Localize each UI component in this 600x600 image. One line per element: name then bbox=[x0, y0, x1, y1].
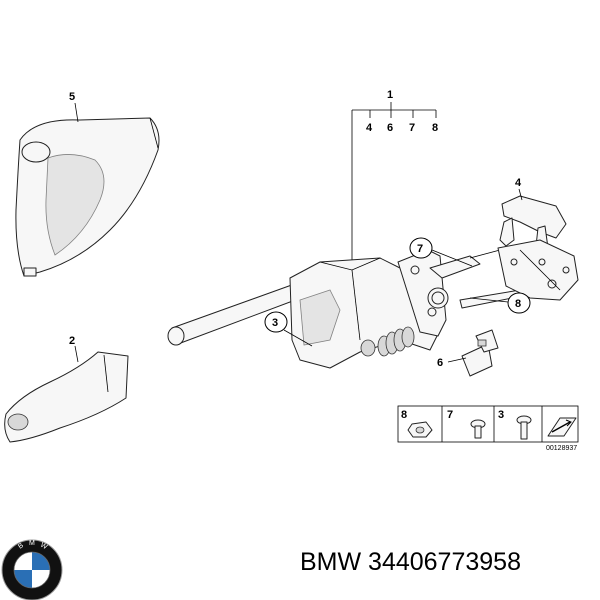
legend-8: 8 bbox=[401, 409, 407, 421]
callout-1-sub-6: 6 bbox=[387, 122, 393, 134]
callout-tree-1: 1 4 6 7 8 bbox=[351, 89, 438, 262]
callout-7: 7 bbox=[417, 243, 423, 255]
bmw-logo: B M W bbox=[1, 539, 63, 600]
callout-8-marker: 8 bbox=[469, 292, 531, 314]
bolt-3-icon bbox=[516, 415, 532, 440]
leader-2 bbox=[74, 345, 79, 363]
leader-6 bbox=[447, 357, 467, 363]
leader-5 bbox=[74, 102, 79, 123]
callout-3: 3 bbox=[272, 317, 278, 329]
callout-8: 8 bbox=[515, 298, 521, 310]
callout-1-sub-7: 7 bbox=[409, 122, 415, 134]
callout-1-sub-8: 8 bbox=[432, 122, 438, 134]
part-2-handle bbox=[4, 351, 129, 443]
callout-1-sub-4: 4 bbox=[366, 122, 373, 134]
locking-bracket bbox=[497, 239, 579, 301]
arrow-plate-icon bbox=[547, 417, 577, 437]
callout-6: 6 bbox=[437, 357, 443, 369]
svg-text:W: W bbox=[39, 542, 49, 552]
reference-code: 00128937 bbox=[546, 445, 577, 452]
callout-3-marker: 3 bbox=[264, 311, 313, 347]
part-number-caption: BMW 34406773958 bbox=[300, 548, 521, 576]
part-4-clip bbox=[499, 195, 567, 253]
callout-1: 1 bbox=[387, 89, 393, 101]
callout-5: 5 bbox=[69, 91, 75, 103]
callout-7-marker: 7 bbox=[409, 237, 473, 267]
callout-4: 4 bbox=[515, 177, 522, 189]
steering-column-assembly bbox=[167, 249, 523, 369]
bolt-7-icon bbox=[470, 419, 486, 439]
part-5-cover bbox=[15, 117, 160, 277]
spring bbox=[360, 326, 415, 357]
legend-3: 3 bbox=[498, 409, 504, 421]
legend-7: 7 bbox=[447, 409, 453, 421]
hardware-legend: 8 7 3 bbox=[397, 405, 579, 443]
callout-2: 2 bbox=[69, 335, 75, 347]
leader-4 bbox=[518, 188, 523, 201]
part-6-sensor bbox=[461, 329, 499, 377]
svg-text:M: M bbox=[29, 540, 35, 547]
svg-text:B: B bbox=[17, 542, 25, 551]
